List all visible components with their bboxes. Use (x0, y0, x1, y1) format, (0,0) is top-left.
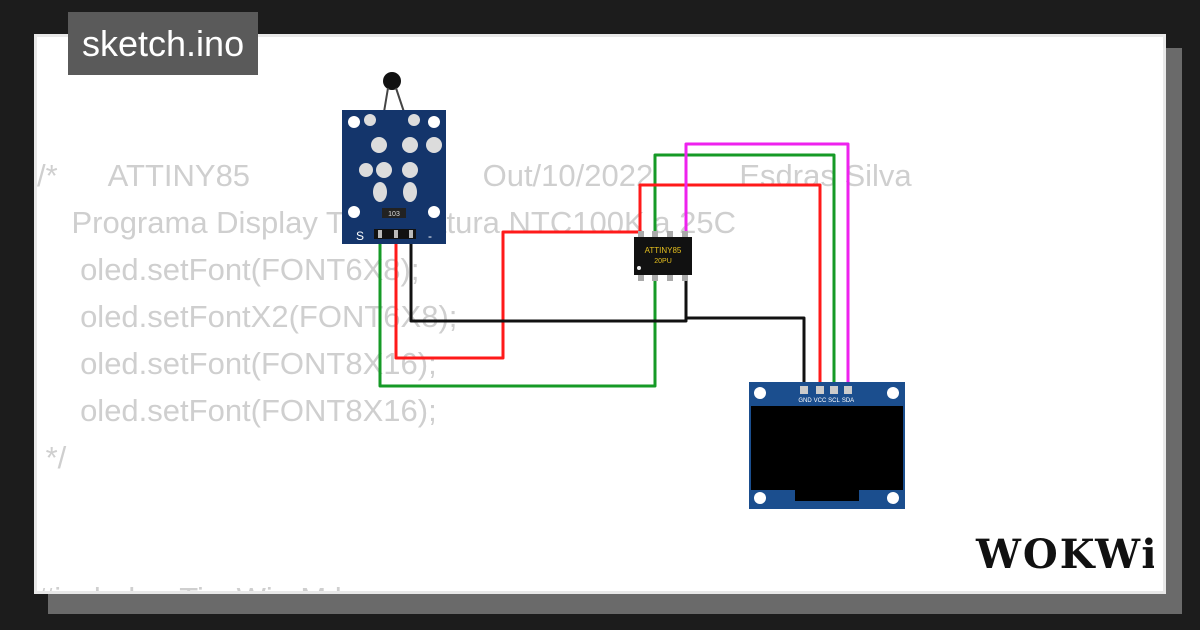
oled-screen (751, 406, 903, 490)
ntc-board (342, 110, 446, 244)
oled-ribbon (795, 490, 859, 501)
oled-pin-vcc: VCC (814, 398, 827, 404)
oled-display[interactable]: GND VCC SCL SDA (749, 382, 905, 509)
code-line: oled.setFont(FONT8X16); (37, 346, 437, 381)
code-line: */ (37, 440, 67, 475)
code-line: oled.setFont(FONT6X8); (37, 252, 420, 287)
oled-pin-gnd: GND (798, 398, 812, 404)
oled-pin-sda: SDA (842, 398, 854, 404)
wire-red[interactable] (394, 183, 822, 388)
ntc-module[interactable]: 103 S - (342, 72, 446, 244)
code-background: /* ATTINY85 Out/10/2022 Esdras Silva Pro… (37, 37, 912, 591)
wire-green[interactable] (378, 153, 836, 388)
oled-pin-scl: SCL (828, 398, 840, 404)
code-line: oled.setFont(FONT8X16); (37, 393, 437, 428)
wokwi-logo: WOKWi (975, 531, 1154, 578)
thermistor-bead (383, 72, 401, 90)
simulation-canvas[interactable]: /* ATTINY85 Out/10/2022 Esdras Silva Pro… (34, 34, 1166, 594)
chip-body (634, 237, 692, 275)
chip-label: ATTINY85 (645, 246, 682, 255)
resistor-code: 103 (388, 211, 400, 218)
attiny85-chip[interactable]: ATTINY85 20PU (634, 231, 692, 281)
chip-sublabel: 20PU (654, 258, 672, 265)
wire-black[interactable] (409, 236, 688, 323)
wire-black[interactable] (686, 316, 806, 388)
wire-magenta[interactable] (684, 142, 850, 388)
code-line: /* ATTINY85 Out/10/2022 Esdras Silva (37, 158, 912, 193)
ntc-pin-label-minus: - (428, 229, 432, 243)
file-tab-sketch[interactable]: sketch.ino (68, 12, 259, 75)
logo-text: WOKWi (975, 531, 1154, 578)
code-line: #include <TinyWireM.h> (37, 575, 370, 591)
ntc-pin-label-s: S (356, 229, 364, 243)
